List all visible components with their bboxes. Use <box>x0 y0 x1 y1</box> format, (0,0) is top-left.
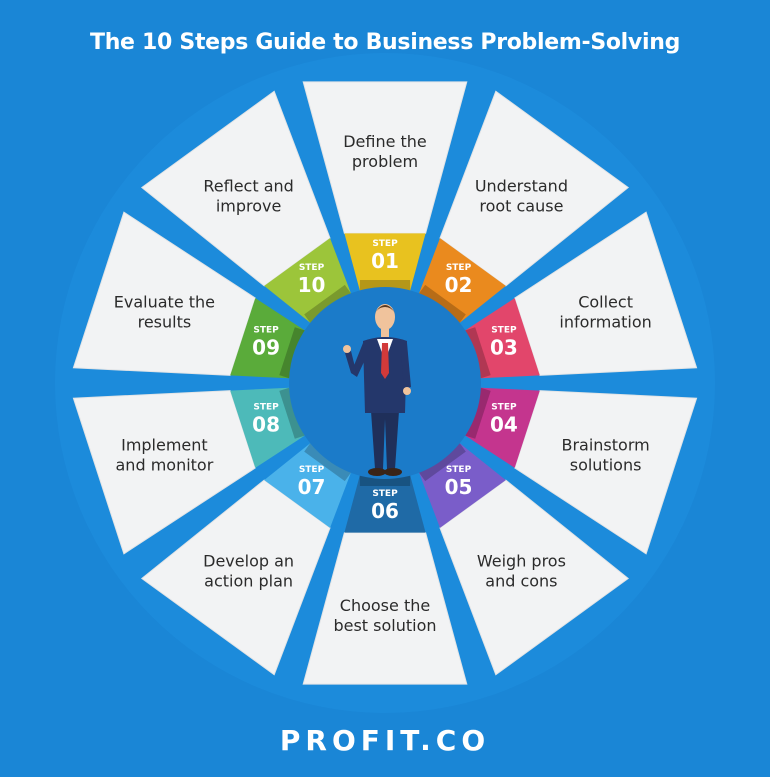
step-prefix: STEP <box>491 325 517 335</box>
step-title-line1: Define the <box>343 132 427 151</box>
step-tab-shade <box>279 387 305 439</box>
step-title-line1: Develop an <box>203 552 294 571</box>
step-title-line2: results <box>138 312 192 331</box>
step-prefix: STEP <box>299 263 325 273</box>
step-tab-shade <box>279 327 305 379</box>
step-title-line1: Weigh pros <box>477 552 566 571</box>
step-tab-shade <box>465 387 491 439</box>
step-number: 10 <box>298 273 326 297</box>
step-prefix: STEP <box>299 465 325 475</box>
step-title-line1: Brainstorm <box>561 436 649 455</box>
step-prefix: STEP <box>372 489 398 499</box>
businessman-illustration <box>343 304 411 476</box>
step-tab <box>344 233 426 291</box>
step-tab-shade <box>419 284 466 323</box>
step-prefix: STEP <box>446 465 472 475</box>
brand-logo: PROFIT.CO <box>279 724 491 757</box>
step-title-line1: Understand <box>475 176 568 195</box>
step-title-line2: root cause <box>479 196 563 215</box>
step-title-line2: and monitor <box>116 456 214 475</box>
step-title-line2: problem <box>352 152 418 171</box>
step-title-line2: improve <box>216 196 282 215</box>
step-prefix: STEP <box>253 325 279 335</box>
step-title-line2: and cons <box>485 572 557 591</box>
step-number: 02 <box>445 273 473 297</box>
step-number: 05 <box>445 475 473 499</box>
step-number: 07 <box>298 475 326 499</box>
step-number: 09 <box>252 335 280 359</box>
page-title: The 10 Steps Guide to Business Problem-S… <box>89 30 681 55</box>
step-number: 03 <box>490 335 518 359</box>
step-tab <box>344 475 426 533</box>
step-tab-shade <box>359 475 411 486</box>
step-prefix: STEP <box>446 263 472 273</box>
step-number: 04 <box>490 413 518 437</box>
step-title-line1: Reflect and <box>203 176 293 195</box>
step-title-line2: best solution <box>333 616 436 635</box>
step-title-line1: Implement <box>121 436 208 455</box>
step-prefix: STEP <box>253 403 279 413</box>
step-title-line2: action plan <box>204 572 293 591</box>
step-title-line1: Evaluate the <box>114 292 215 311</box>
step-prefix: STEP <box>491 403 517 413</box>
step-number: 08 <box>252 413 280 437</box>
step-tab-shade <box>304 284 351 323</box>
step-tab-shade <box>359 280 411 291</box>
step-title-line2: solutions <box>570 456 642 475</box>
step-tab-shade <box>465 327 491 379</box>
step-prefix: STEP <box>372 239 398 249</box>
step-number: 06 <box>371 499 399 523</box>
step-tab-shade <box>419 443 466 482</box>
step-title-line1: Collect <box>578 292 633 311</box>
step-number: 01 <box>371 249 399 273</box>
step-title-line2: information <box>559 312 651 331</box>
step-tab-shade <box>304 443 351 482</box>
step-title-line1: Choose the <box>340 596 430 615</box>
